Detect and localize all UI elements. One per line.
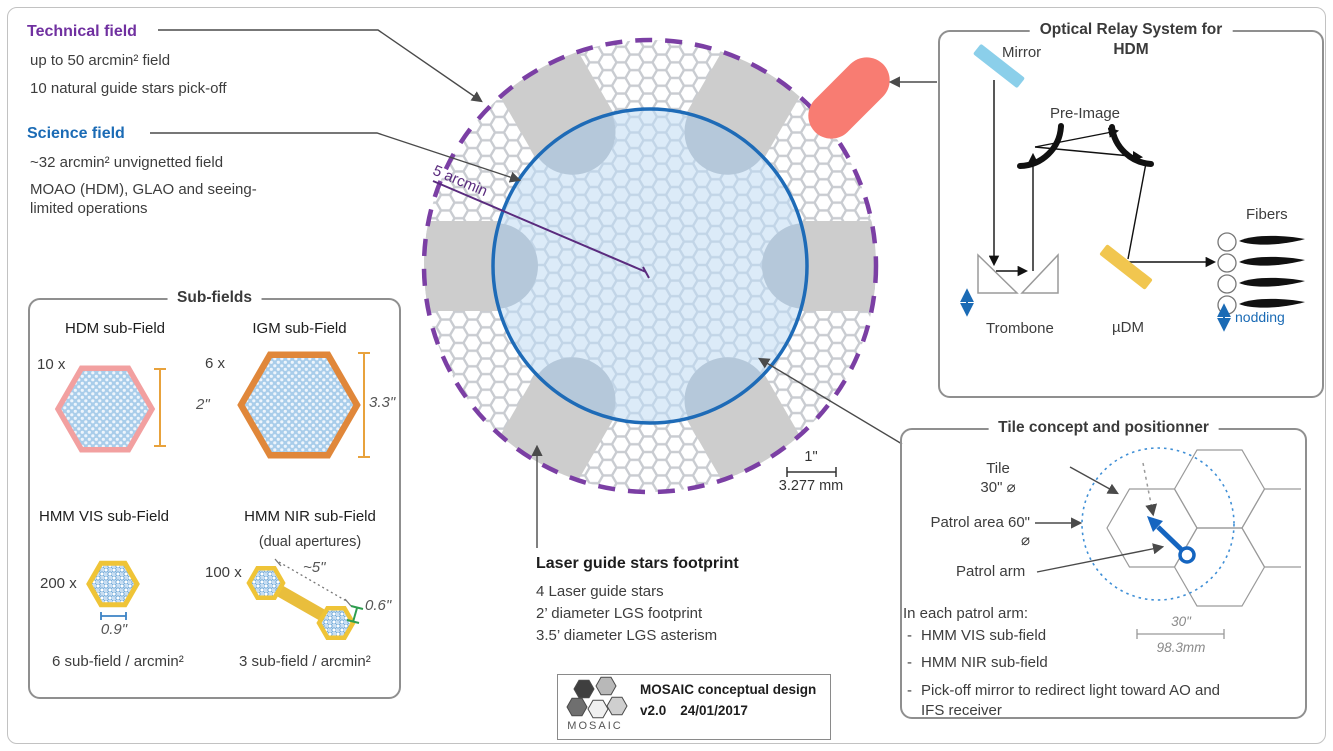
radius-line-tick <box>642 266 650 279</box>
igm-subfield-size: 3.3" <box>369 394 396 411</box>
logo-product: MOSAIC conceptual design <box>640 682 817 697</box>
logo-box <box>557 674 831 740</box>
optical-relay-title-line2: HDM <box>1113 41 1149 58</box>
patrol-area-line1: Patrol area 60" <box>930 514 1030 531</box>
technical-field-connector <box>158 29 483 103</box>
igm-subfield-name: IGM sub-Field <box>252 320 347 337</box>
nodding-label: nodding <box>1235 309 1285 325</box>
hmm-nir-name: HMM NIR sub-Field <box>244 508 376 525</box>
optical-relay-diagram <box>960 44 1305 332</box>
tile-list: -HMM VIS sub-field -HMM NIR sub-field -P… <box>905 626 1237 728</box>
mosaic-logo-hexes <box>566 676 628 719</box>
hdm-size-measure <box>154 368 166 447</box>
technical-field-title: Technical field <box>27 23 137 40</box>
vis-size-measure <box>100 612 127 620</box>
fibers-label: Fibers <box>1246 206 1288 223</box>
igm-subfield-count: 6 x <box>205 355 226 372</box>
tile-list-title: In each patrol arm: <box>903 605 1029 622</box>
patrol-arm-line <box>1156 525 1186 554</box>
technical-field-line2: 10 natural guide stars pick-off <box>30 80 227 97</box>
hmm-nir-density: 3 sub-field / arcmin² <box>239 653 371 670</box>
fibers-group <box>1217 232 1305 315</box>
tile-list-item: -HMM NIR sub-field <box>907 654 1048 672</box>
hmm-nir-hex-1 <box>246 566 286 600</box>
science-field-connector <box>150 132 522 183</box>
patrol-area-line2: ⌀ <box>1020 532 1030 549</box>
pre-image-label: Pre-Image <box>1050 105 1121 122</box>
igm-subfield-hex <box>237 351 361 459</box>
patrol-arm-head <box>1147 516 1163 532</box>
focal-plane-diagram <box>421 37 890 495</box>
tile-scale-bar <box>1136 629 1225 639</box>
science-field-line2: MOAO (HDM), GLAO and seeing-limited oper… <box>30 181 257 217</box>
optical-relay-panel: Optical Relay System for HDM <box>938 21 1324 398</box>
nir-length-measure <box>274 558 352 607</box>
science-field-line1: ~32 arcmin² unvignetted field <box>30 154 224 171</box>
hmm-vis-size: 0.9" <box>100 621 128 638</box>
tile-label-arrows <box>1035 466 1165 573</box>
hdm-subfield-hex <box>54 365 156 453</box>
tile-scale-arcsec: 30" <box>1171 614 1191 629</box>
technical-field-line1: up to 50 arcmin² field <box>30 52 171 69</box>
tile-concept-diagram <box>1035 447 1301 639</box>
tile-panel: Tile concept and positionner <box>900 419 1307 719</box>
tile-list-item: -Pick-off mirror to redirect light towar… <box>907 681 1221 719</box>
hdm-subfield-name: HDM sub-Field <box>64 320 166 337</box>
trombone-label: Trombone <box>986 320 1054 337</box>
lgs-title: Laser guide stars footprint <box>536 555 739 572</box>
lgs-line1: 4 Laser guide stars <box>536 583 664 600</box>
logo-brand: MOSAIC <box>567 720 623 732</box>
tile-scale-mm: 98.3mm <box>1156 640 1206 655</box>
hmm-vis-name: HMM VIS sub-Field <box>38 508 170 525</box>
hdm-pickoff-capsule <box>808 57 890 139</box>
lgs-line3: 3.5’ diameter LGS asterism <box>536 627 718 644</box>
hmm-nir-aperture: 0.6" <box>365 597 392 614</box>
radius-line <box>432 180 647 273</box>
hmm-vis-hex <box>86 560 140 608</box>
hmm-nir-hex-2 <box>316 606 356 640</box>
tile-label-line1: Tile <box>986 460 1010 477</box>
tile-label-line2: 30" ⌀ <box>980 479 1016 496</box>
pre-image-mirrors <box>1017 123 1154 169</box>
logo-version-line: v2.0 24/01/2017 <box>640 703 748 720</box>
logo-version: v2.0 <box>640 703 667 718</box>
udm-label: µDM <box>1112 319 1144 336</box>
logo-date: 24/01/2017 <box>680 703 748 718</box>
subfields-diagram <box>54 351 370 640</box>
scale-mm-label: 3.277 mm <box>778 478 844 494</box>
patrol-area-circle <box>1081 447 1235 601</box>
hmm-nir-length: ~5" <box>303 559 326 576</box>
udm-mirror <box>1099 244 1153 290</box>
tile-list-item: -HMM VIS sub-field <box>907 627 1047 644</box>
igm-size-measure <box>358 352 370 458</box>
relay-mirror <box>973 44 1025 88</box>
hmm-nir-count: 100 x <box>205 564 242 581</box>
hmm-vis-count: 200 x <box>40 575 77 592</box>
tile-connector <box>758 357 903 445</box>
lgs-line2: 2’ diameter LGS footprint <box>536 605 703 622</box>
label-connectors <box>150 29 937 548</box>
tile-hexagons <box>1106 449 1301 607</box>
tile-panel-title: Tile concept and positionner <box>988 419 1219 437</box>
optical-relay-title-line1: Optical Relay System for <box>1029 21 1233 39</box>
tile-radius-dotted <box>1142 462 1158 517</box>
patrol-arm-label: Patrol arm <box>956 563 1026 580</box>
subfields-panel-title: Sub-fields <box>167 289 262 307</box>
subfields-panel: Sub-fields <box>28 289 401 699</box>
patrol-arm-pivot <box>1178 546 1196 564</box>
hmm-vis-density: 6 sub-field / arcmin² <box>52 653 184 670</box>
scale-arcsec-label: 1" <box>804 449 818 465</box>
trombone-prisms <box>977 253 1059 294</box>
nir-aperture-measure <box>346 605 364 624</box>
mirror-label: Mirror <box>1002 44 1042 61</box>
hmm-nir-note: (dual apertures) <box>258 534 362 550</box>
hdm-subfield-size: 2" <box>196 396 210 413</box>
science-field-circle <box>491 107 809 425</box>
technical-field-dashed-circle <box>421 37 879 495</box>
arcsec-scale-bar <box>786 467 837 477</box>
hdm-subfield-count: 10 x <box>37 356 66 373</box>
science-field-title: Science field <box>27 125 125 142</box>
